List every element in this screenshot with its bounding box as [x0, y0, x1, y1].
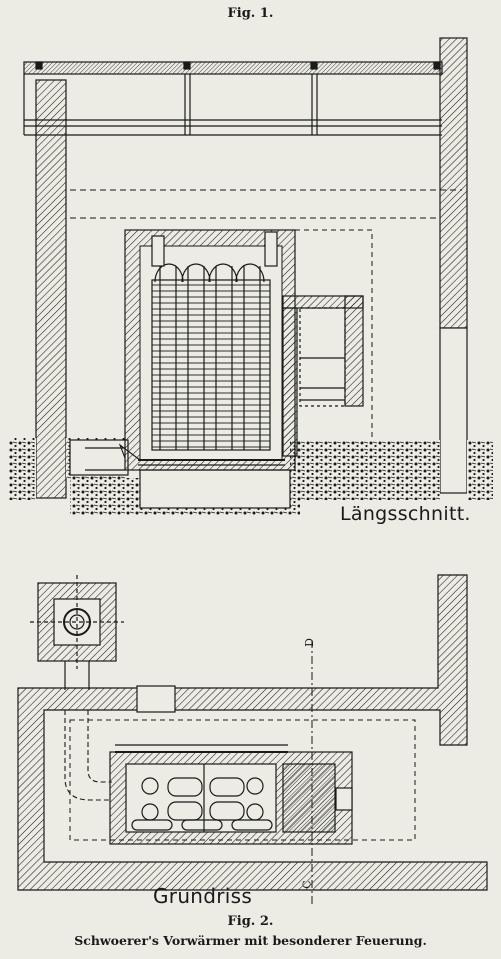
firebox [282, 295, 364, 457]
right-wall [439, 37, 468, 329]
section-marker-top: D [302, 638, 316, 647]
figure-1-label: Fig. 1. [227, 6, 274, 21]
plan-title: Grundriss [153, 884, 253, 908]
plan-view [17, 574, 488, 905]
dashed-outline [70, 189, 462, 219]
figure-2-label: Fig. 2. [227, 914, 274, 929]
overhead-girder [23, 61, 443, 136]
right-wall-base [439, 327, 468, 494]
outer-wall [17, 574, 488, 891]
foundation-pit [69, 439, 291, 509]
section-title: Längsschnitt. [340, 503, 471, 525]
figure-caption: Schwoerer's Vorwärmer mit besonderer Feu… [74, 933, 427, 948]
section-marker-bottom: C [300, 880, 314, 889]
ground-fill [8, 438, 493, 515]
flue-duct [64, 710, 112, 801]
tube-bank [138, 231, 285, 466]
chimney [30, 575, 124, 690]
longitudinal-section [8, 37, 493, 515]
room-outline [69, 719, 416, 841]
flow-arrow-icon [118, 443, 141, 461]
left-column [35, 79, 67, 499]
